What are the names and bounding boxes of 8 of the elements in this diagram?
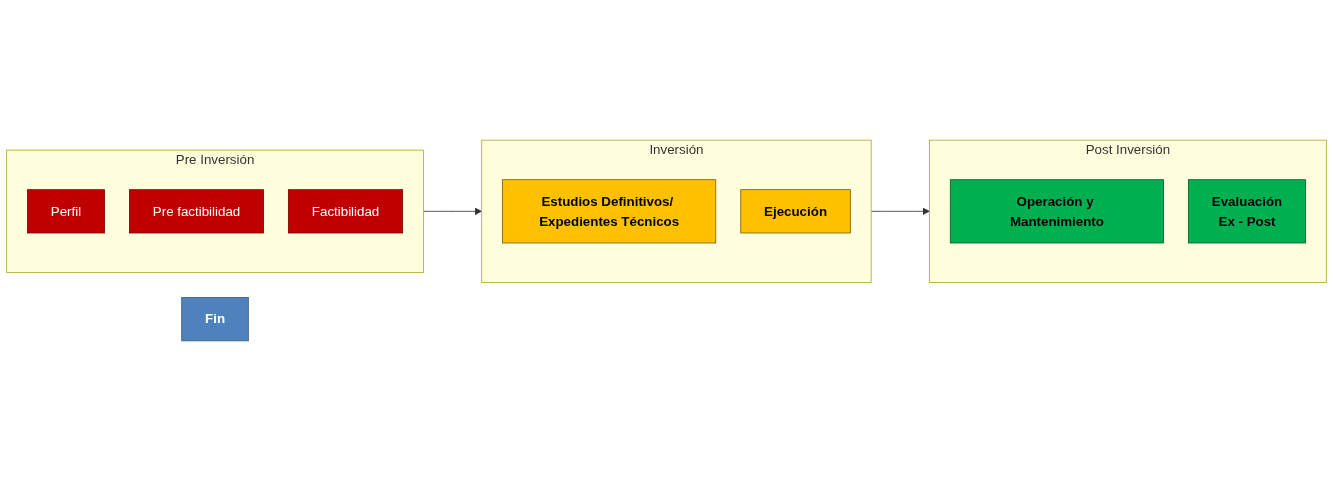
node-box: Fin <box>181 297 249 342</box>
node-box: Ejecución <box>740 189 851 234</box>
node-box: Estudios Definitivos/ Expedientes Técnicos <box>502 179 717 244</box>
node-box: Evaluación Ex - Post <box>1188 179 1306 244</box>
node-box: Perfil <box>27 189 105 234</box>
node-box: Factibilidad <box>288 189 403 234</box>
node-box: Operación y Mantenimiento <box>949 179 1164 244</box>
node-box: Pre factibilidad <box>129 189 264 234</box>
